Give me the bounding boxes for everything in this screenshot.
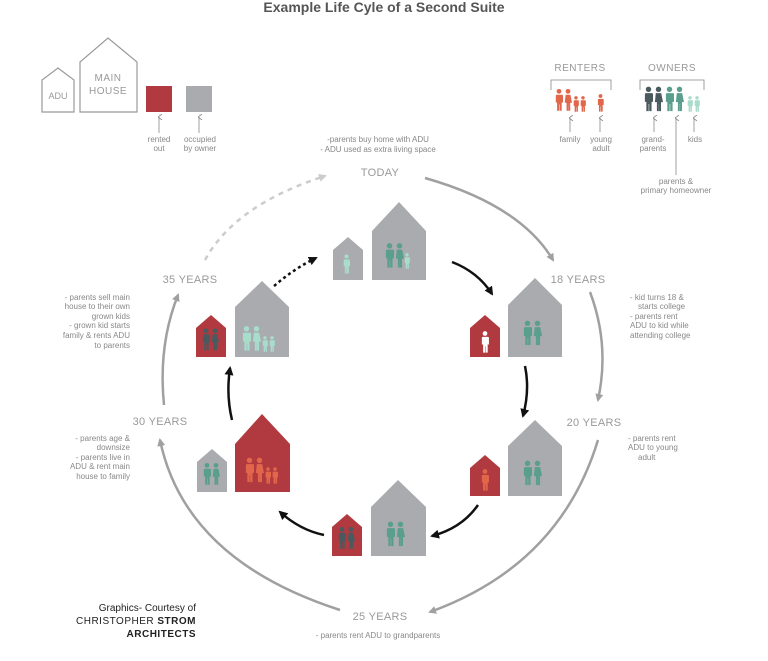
renters-title: RENTERS: [554, 63, 605, 74]
note-18-line-2: starts college: [638, 302, 686, 311]
stage-30-years: [197, 414, 290, 492]
young-adult-label-2: adult: [592, 144, 610, 153]
kids-label: kids: [688, 135, 702, 144]
arc-30-35: [161, 293, 180, 406]
credit-line-3: ARCHITECTS: [127, 629, 196, 640]
note-20-line-2: ADU to young: [628, 443, 678, 452]
black-arrow-3: [430, 504, 480, 539]
note-30-line-1: - parents age &: [75, 434, 130, 443]
occupied-label-2: by owner: [184, 144, 217, 153]
label-18-years: 18 YEARS: [551, 274, 606, 286]
rented-out-label: rented: [148, 135, 171, 144]
note-30-years: - parents age & downsize - parents live …: [70, 434, 131, 481]
note-30-line-4: ADU & rent main: [70, 462, 130, 471]
black-arrow-5: [224, 366, 234, 421]
arc-18-20: [588, 291, 604, 402]
today-main-house: [372, 202, 426, 280]
legend-colors: rented out occupied by owner: [146, 86, 217, 153]
label-35-years: 35 YEARS: [163, 274, 218, 286]
y35-adu: [196, 315, 226, 357]
note-35-line-3: grown kids: [92, 312, 130, 321]
transition-arrows: [224, 256, 530, 539]
page-title: Example Life Cyle of a Second Suite: [263, 0, 504, 15]
note-30-line-3: - parents live in: [76, 453, 130, 462]
y18-adu: [470, 315, 500, 357]
black-arrow-2: [520, 365, 530, 418]
stage-today: [333, 202, 426, 280]
y20-main-house: [508, 420, 562, 496]
main-house-label-2: HOUSE: [89, 86, 127, 97]
label-20-years: 20 YEARS: [567, 417, 622, 429]
y30-main-house: [235, 414, 290, 492]
arc-today-18: [424, 176, 555, 262]
note-18-line-1: - kid turns 18 &: [630, 293, 684, 302]
legend-people: RENTERS OWNERS family young adult grand-…: [550, 63, 712, 195]
note-18-line-5: attending college: [630, 331, 691, 340]
note-35-line-4: - grown kid starts: [69, 321, 130, 330]
stage-18-years: [470, 278, 562, 357]
grandparents-label: grand-: [641, 135, 664, 144]
note-18-line-4: ADU to kid while: [630, 321, 689, 330]
note-30-line-5: house to family: [76, 472, 130, 481]
note-18-years: - kid turns 18 & starts college - parent…: [630, 293, 691, 340]
note-30-line-2: downsize: [97, 443, 131, 452]
note-20-line-1: - parents rent: [628, 434, 676, 443]
occupied-swatch: [186, 86, 212, 112]
credit-block: Graphics- Courtesy of CHRISTOPHER STROM …: [76, 603, 196, 640]
stage-20-years: [470, 420, 562, 496]
note-35-line-6: to parents: [94, 341, 130, 350]
stage-25-years: [332, 480, 426, 556]
label-25-years: 25 YEARS: [353, 611, 408, 623]
parents-label-2: primary homeowner: [641, 186, 712, 195]
note-20-years: - parents rent ADU to young adult: [628, 434, 678, 462]
y18-main-house: [508, 278, 562, 357]
cycle-arrows: [157, 174, 604, 614]
rented-out-swatch: [146, 86, 172, 112]
credit-line-2: CHRISTOPHER STROM: [76, 616, 196, 627]
adu-label: ADU: [48, 91, 67, 101]
note-35-years: - parents sell main house to their own g…: [63, 293, 130, 350]
family-label: family: [560, 135, 581, 144]
black-arrow-4: [278, 510, 325, 537]
note-today-1: -parents buy home with ADU: [327, 135, 429, 144]
note-18-line-3: - parents rent: [630, 312, 678, 321]
label-today: TODAY: [361, 167, 400, 179]
note-35-line-5: family & rents ADU: [63, 331, 130, 340]
y30-adu: [197, 449, 227, 492]
credit-line-1: Graphics- Courtesy of: [99, 603, 196, 614]
note-35-line-2: house to their own: [65, 302, 130, 311]
black-arrow-1: [451, 260, 494, 296]
legend-houses: ADU MAIN HOUSE: [41, 37, 138, 113]
y35-main-house: [235, 281, 289, 357]
note-today-2: - ADU used as extra living space: [320, 145, 436, 154]
note-20-line-3: adult: [638, 453, 656, 462]
rented-out-label-2: out: [153, 144, 165, 153]
arc-20-25: [428, 439, 600, 614]
arc-25-30: [157, 438, 341, 612]
parents-label: parents &: [659, 177, 694, 186]
note-25-years: - parents rent ADU to grandparents: [316, 631, 441, 640]
today-adu: [333, 237, 363, 280]
main-house-label: MAIN: [95, 73, 122, 84]
stage-35-years: [196, 281, 289, 357]
arc-35-today: [203, 174, 327, 261]
owners-title: OWNERS: [648, 63, 696, 74]
y25-adu: [332, 514, 362, 556]
note-35-line-1: - parents sell main: [65, 293, 130, 302]
grandparents-label-2: parents: [640, 144, 667, 153]
occupied-label: occupied: [184, 135, 216, 144]
y25-main-house: [371, 480, 426, 556]
label-30-years: 30 YEARS: [133, 416, 188, 428]
black-arrow-6: [273, 256, 318, 287]
young-adult-label: young: [590, 135, 612, 144]
